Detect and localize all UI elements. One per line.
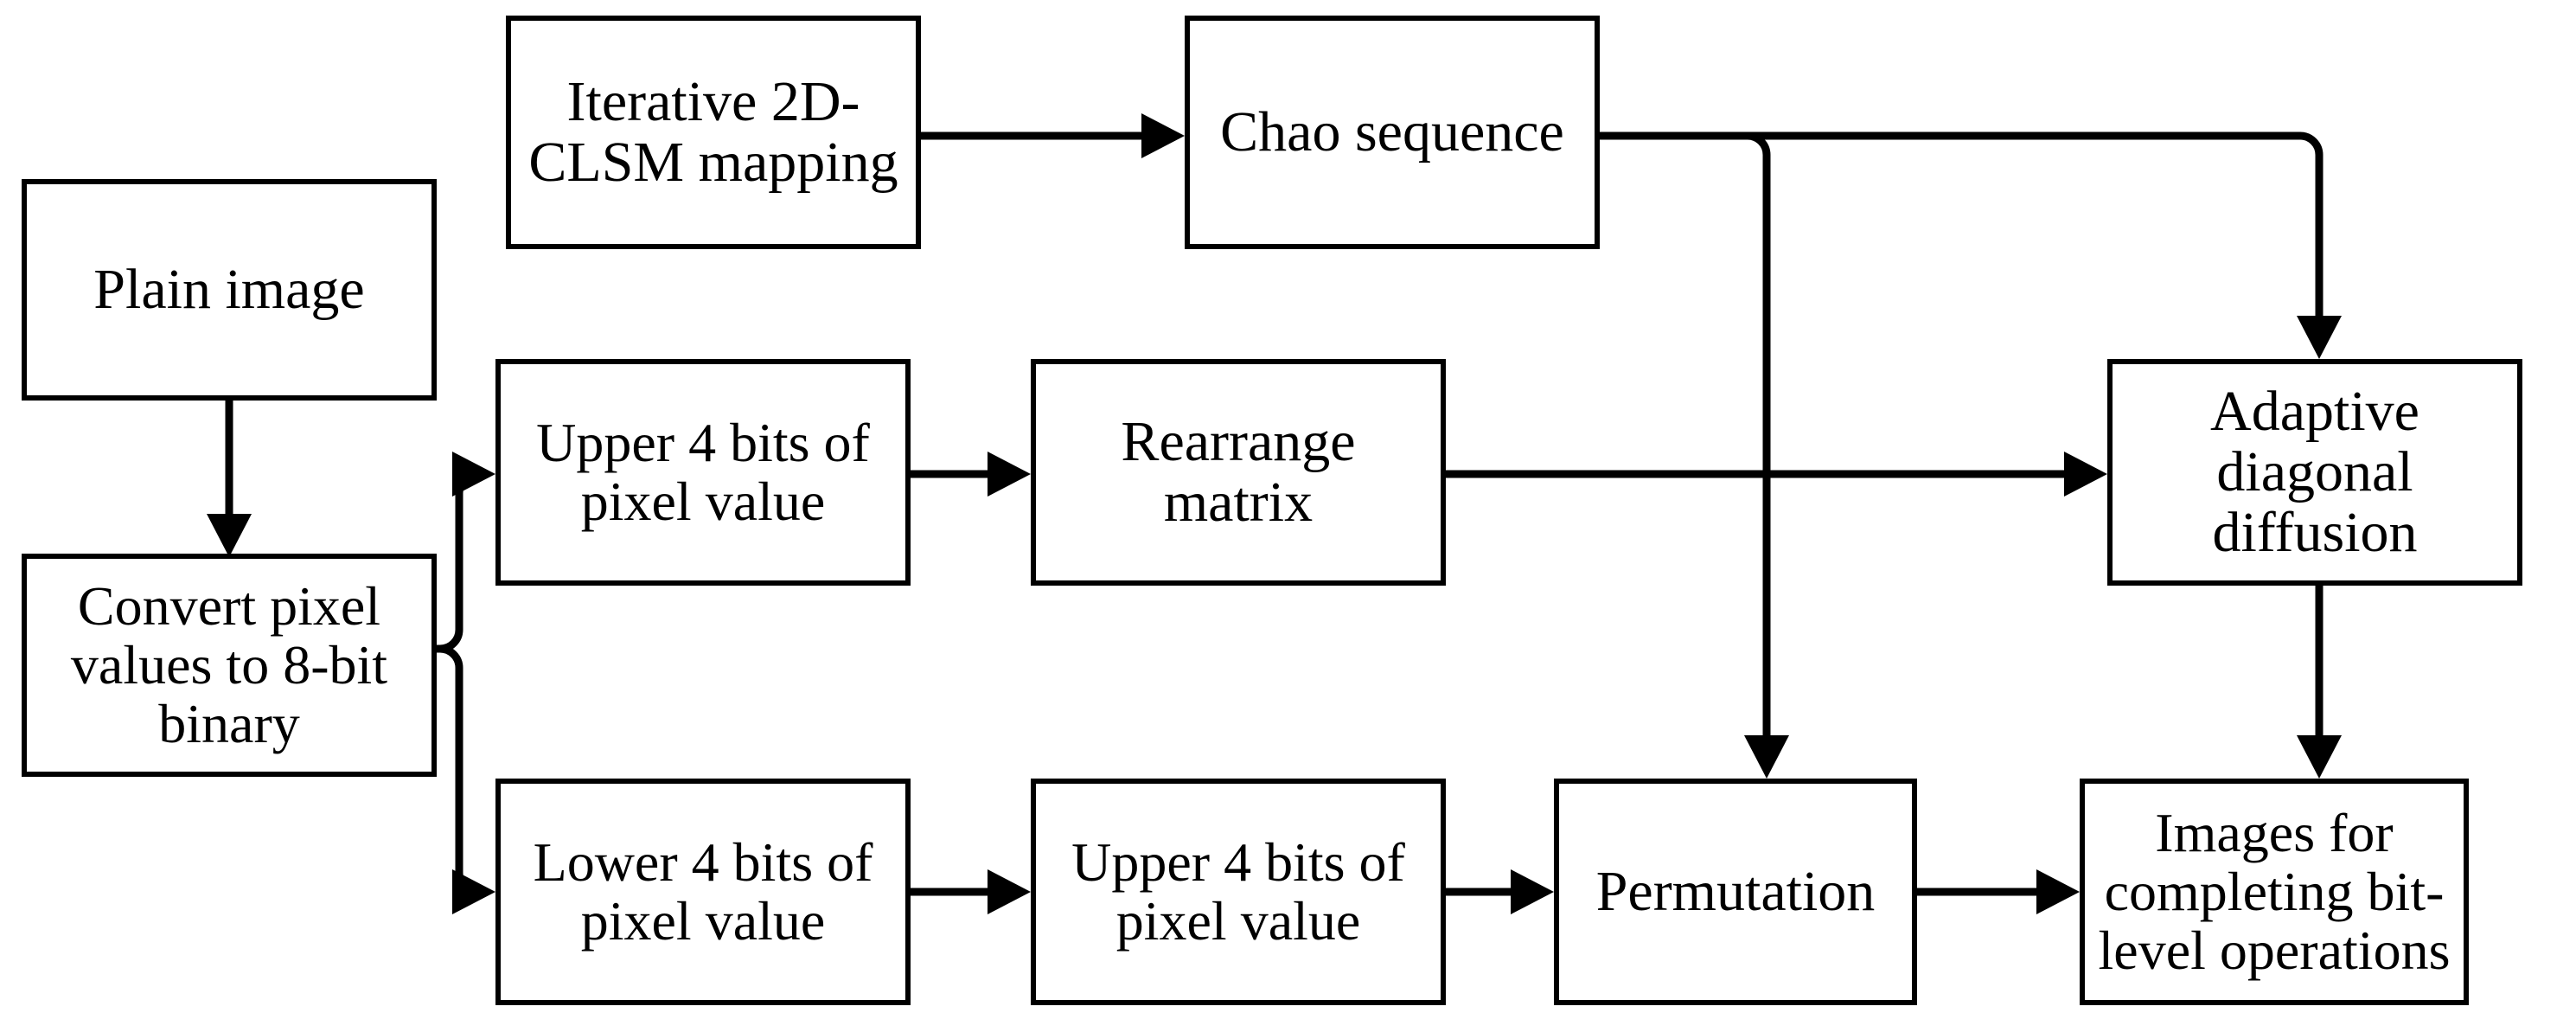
node-rearrange-matrix[interactable]: Rearrange matrix bbox=[1031, 359, 1446, 586]
node-convert-pixel-values[interactable]: Convert pixel values to 8-bit binary bbox=[22, 554, 437, 777]
node-chao-sequence[interactable]: Chao sequence bbox=[1185, 16, 1600, 249]
node-lower-4-bits[interactable]: Lower 4 bits of pixel value bbox=[495, 779, 911, 1005]
node-upper-4-bits-bottom-label: Upper 4 bits of pixel value bbox=[1071, 831, 1405, 952]
node-iterative-2d-clsm-mapping-label: Iterative 2D-CLSM mapping bbox=[528, 70, 898, 194]
node-permutation[interactable]: Permutation bbox=[1554, 779, 1917, 1005]
edge-upper-bot-to-permutation bbox=[1446, 869, 1554, 914]
node-chao-sequence-label: Chao sequence bbox=[1220, 100, 1564, 164]
node-convert-pixel-values-label: Convert pixel values to 8-bit binary bbox=[70, 575, 388, 754]
node-upper-4-bits-bottom[interactable]: Upper 4 bits of pixel value bbox=[1031, 779, 1446, 1005]
edge-convert-to-lower bbox=[436, 644, 495, 914]
node-plain-image-label: Plain image bbox=[93, 258, 365, 322]
node-iterative-2d-clsm-mapping[interactable]: Iterative 2D-CLSM mapping bbox=[506, 16, 921, 249]
edge-permutation-to-images bbox=[1917, 869, 2080, 914]
node-upper-4-bits-middle-label: Upper 4 bits of pixel value bbox=[536, 412, 870, 532]
node-rearrange-matrix-label: Rearrange matrix bbox=[1121, 410, 1356, 534]
edge-chao-to-permutation bbox=[1744, 131, 1789, 779]
edge-adaptive-to-images bbox=[2297, 586, 2342, 779]
node-upper-4-bits-middle[interactable]: Upper 4 bits of pixel value bbox=[495, 359, 911, 586]
node-adaptive-diagonal-diffusion-label: Adaptive diagonal diffusion bbox=[2210, 380, 2419, 564]
edge-lower-to-upper-bot bbox=[911, 869, 1031, 914]
node-adaptive-diagonal-diffusion[interactable]: Adaptive diagonal diffusion bbox=[2107, 359, 2522, 586]
edge-chao-to-adaptive bbox=[1600, 131, 2342, 359]
edge-mapping-to-chao bbox=[921, 113, 1185, 158]
node-lower-4-bits-label: Lower 4 bits of pixel value bbox=[533, 831, 873, 952]
node-images-bit-level-operations[interactable]: Images for completing bit-level operatio… bbox=[2080, 779, 2469, 1005]
edge-plain-to-convert bbox=[207, 401, 252, 557]
edge-convert-to-upper-mid bbox=[436, 452, 495, 653]
edge-upper-mid-to-rearrange bbox=[911, 452, 1031, 497]
edge-rearrange-to-adaptive bbox=[1446, 452, 2107, 497]
node-permutation-label: Permutation bbox=[1595, 860, 1876, 924]
node-plain-image[interactable]: Plain image bbox=[22, 179, 437, 401]
node-images-bit-level-operations-label: Images for completing bit-level operatio… bbox=[2098, 802, 2451, 981]
